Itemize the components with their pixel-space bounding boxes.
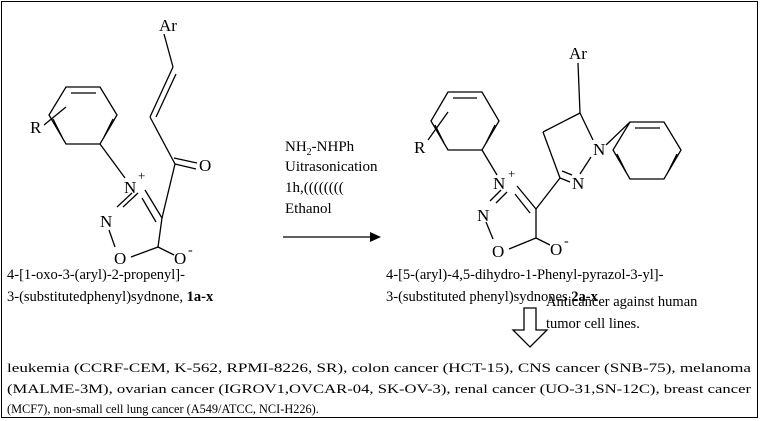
reactant-r-bond	[43, 106, 67, 126]
product-n-label: N	[477, 206, 489, 225]
reagent-prefix: NH	[285, 139, 307, 155]
product-compound-code: 2a-x	[571, 289, 598, 305]
reactant-ring-o-label: O	[114, 249, 126, 268]
product-name-prefix: 3-(substituted phenyl)sydnones	[386, 289, 571, 305]
reagent-subscript: 2	[307, 147, 312, 158]
product-n-plus-label: N	[493, 174, 505, 193]
product-r-label: R	[414, 138, 426, 157]
product-name-line2: 3-(substituted phenyl)sydnones 2a-x	[386, 289, 599, 305]
activity-hollow-arrow	[511, 307, 549, 348]
product-plus-sign: +	[508, 166, 515, 181]
reactant-name-line1: 4-[1-oxo-3-(aryl)-2-propenyl]-	[7, 267, 185, 283]
cell-lines-line3: (MCF7), non-small cell lung cancer (A549…	[7, 402, 319, 416]
reaction-arrow	[283, 232, 381, 242]
product-o-minus-label: O	[550, 240, 562, 259]
reagent-suffix: -NHPh	[312, 139, 355, 155]
product-minus-sign: -	[564, 234, 569, 249]
product-ring-o-label: O	[492, 242, 504, 261]
product-n1-label: N	[593, 140, 605, 159]
reactant-minus-sign: -	[188, 243, 193, 258]
activity-label-line1: Anticancer against human	[546, 294, 698, 310]
reactant-o-minus-label: O	[174, 249, 186, 268]
reactant-ar-label: Ar	[159, 16, 177, 35]
product-n2-label: N	[572, 174, 584, 193]
reactant-structure	[43, 33, 198, 258]
product-r-bond	[427, 111, 449, 141]
product-n-phenyl-ring	[612, 121, 682, 180]
time-label: 1h,((((((((	[285, 180, 344, 196]
cell-lines-line2: (MALME-3M), ovarian cancer (IGROV1,OVCAR…	[7, 382, 751, 396]
reactant-keto-o-label: O	[199, 156, 211, 175]
reactant-n-label: N	[100, 212, 112, 231]
product-structure	[427, 62, 682, 250]
reactant-compound-code: 1a-x	[187, 289, 214, 305]
reactant-r-label: R	[30, 118, 42, 137]
cell-lines-line1: leukemia (CCRF-CEM, K-562, RPMI-8226, SR…	[7, 361, 752, 375]
reagent-label: NH2-NHPh	[285, 139, 355, 158]
reactant-n-plus-label: N	[124, 178, 136, 197]
reactant-name-prefix: 3-(substitutedphenyl)sydnone,	[7, 289, 187, 305]
method-label: Uitrasonication	[285, 159, 378, 175]
activity-label-line2: tumor cell lines.	[546, 316, 640, 332]
reactant-name-line2: 3-(substitutedphenyl)sydnone, 1a-x	[7, 289, 214, 305]
reactant-plus-sign: +	[138, 168, 145, 183]
reactant-phenyl-ring	[48, 86, 118, 145]
product-ar-label: Ar	[569, 44, 587, 63]
product-name-line1: 4-[5-(aryl)-4,5-dihydro-1-Phenyl-pyrazol…	[386, 267, 664, 283]
solvent-label: Ethanol	[285, 201, 332, 217]
